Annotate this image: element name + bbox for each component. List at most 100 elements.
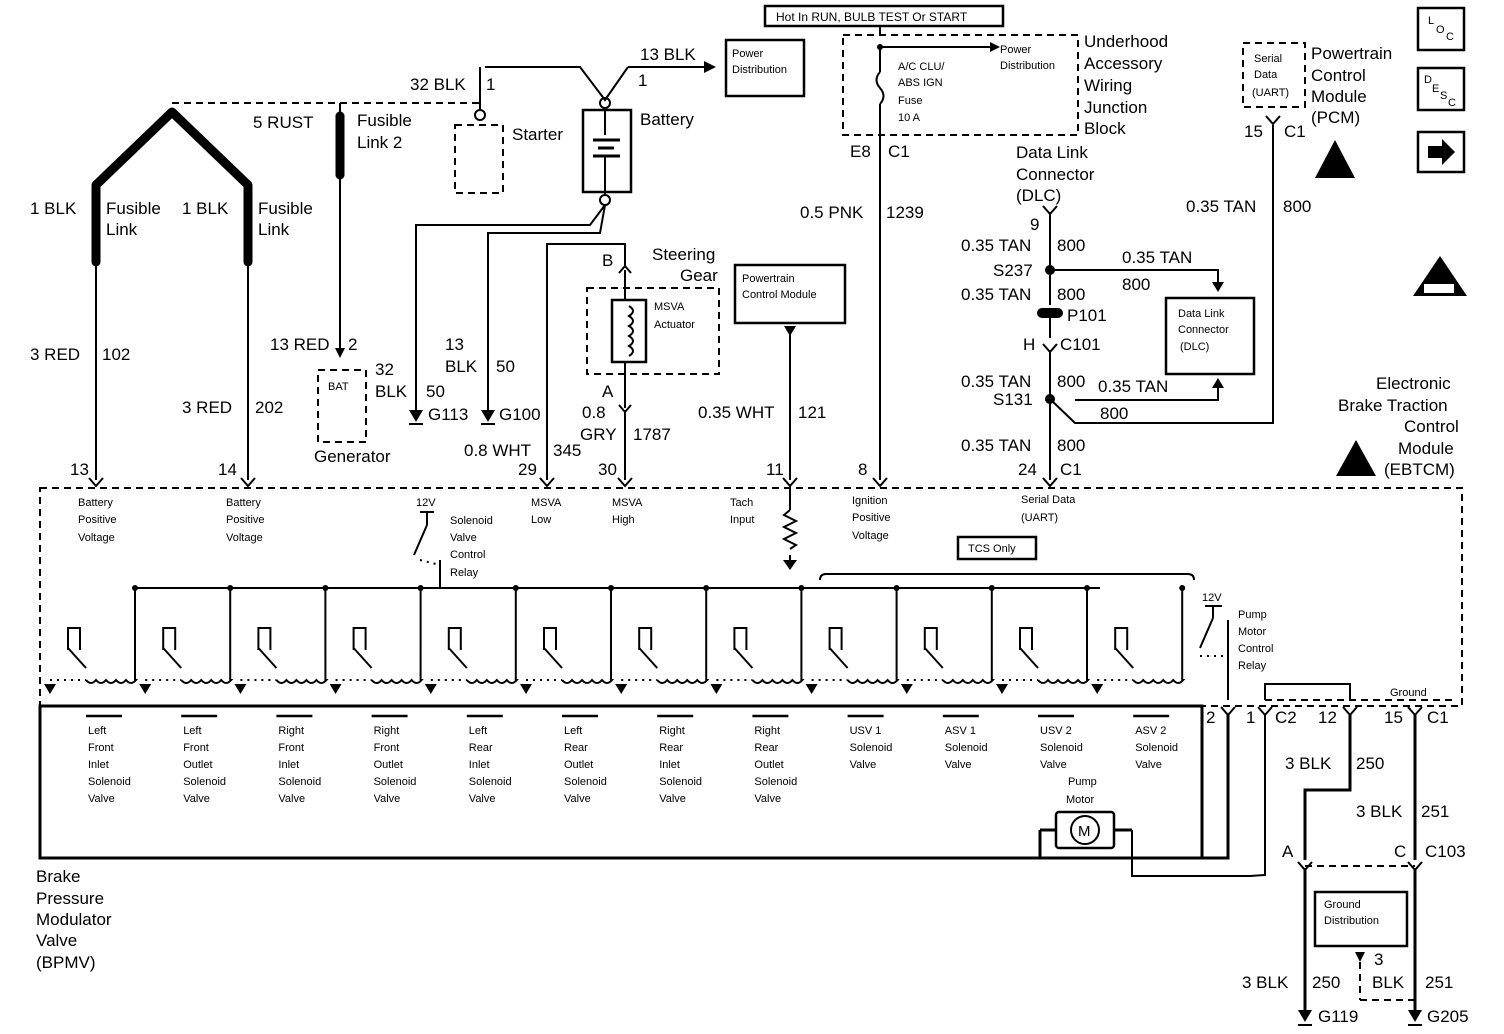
wire-32blk-label: 32 BLK [410,75,466,94]
valve-label-line: Left [88,725,106,737]
bp-15: 15 [1384,708,1403,727]
prl-4: Relay [1238,660,1267,672]
svg-text:D: D [1424,74,1432,86]
underhood-title-1: Underhood [1084,32,1168,51]
pl-13-2: Positive [78,514,117,526]
dlc-pin-9: 9 [1030,215,1039,234]
ebtcm-title-1: Electronic [1376,374,1451,393]
dlc-title-3: (DLC) [1016,186,1061,205]
ground-g100-label: G100 [499,405,541,424]
pl-29-2: Low [531,514,551,526]
esd-warning-icon-ebtcm [1336,440,1376,476]
ebtcm-title-4: Module [1398,439,1454,458]
v12-label-2: 12V [1202,592,1222,604]
valve-label-line: Valve [564,793,591,805]
wire-13blk-label: 13 BLK [640,45,696,64]
svg-text:C: C [1446,31,1454,43]
splice-p101 [1037,308,1063,318]
tan-g-5: 0.35 TAN [1098,377,1168,396]
wire-wht121-gauge: 0.35 WHT [698,403,775,422]
next-arrow-icon[interactable] [1416,130,1466,174]
tan-g-4: 0.35 TAN [961,372,1031,391]
pcm-serial-3: (UART) [1252,87,1289,99]
bp-12: 12 [1318,708,1337,727]
ground-g113-label: G113 [428,405,468,424]
pl-8-3: Voltage [852,530,889,542]
bottom-pins: 2 1 C2 12 15 C1 [1206,706,1449,727]
wire-32blk-50-g1: 32 [375,360,394,379]
pcm-mid-label-2: Control Module [742,289,817,301]
fl1-label-1: Fusible [106,199,161,218]
underhood-title-2: Accessory [1084,54,1163,73]
fuse-label-2: ABS IGN [898,77,943,89]
valve-label-line: Front [88,742,114,754]
s131-label: S131 [993,390,1033,409]
pl-13-3: Voltage [78,532,115,544]
loc-icon[interactable]: L O C [1416,6,1466,52]
uh-power-dist-1: Power [1000,44,1032,56]
pl-14-1: Battery [226,497,261,509]
pl-24-1: Serial Data [1021,494,1076,506]
pump-motor: Pump Motor M [1040,776,1132,850]
wire-red202-circuit: 202 [255,398,283,417]
starter-pin-1: 1 [486,75,495,94]
uh-power-dist-2: Distribution [1000,60,1055,72]
generator-bat: BAT [328,381,349,393]
tcs-only-label: TCS Only [968,543,1016,555]
c103-pin-c: C [1394,842,1406,861]
bpmv-title-5: (BPMV) [36,953,96,972]
power-dist-label-1: Power [732,48,764,60]
msva-actuator-label-2: Actuator [654,319,695,331]
prl-1: Pump [1238,609,1267,621]
battery-label: Battery [640,110,694,129]
uh-conn-c1: C1 [888,142,910,161]
c103-pin-a: A [1282,842,1294,861]
bpmv-title-2: Pressure [36,889,104,908]
hot-in-run-label: Hot In RUN, BULB TEST Or START [776,10,968,24]
generator-box [317,369,367,443]
tan-c-4: 800 [1057,372,1085,391]
underhood-title-3: Wiring [1084,76,1132,95]
uh-pin-e8: E8 [850,142,871,161]
valve-label-line: Solenoid [754,776,797,788]
desc-icon[interactable]: D E S C [1416,66,1466,112]
battery-symbol [581,108,633,194]
svg-text:S: S [1440,90,1447,102]
pump-motor-label-2: Motor [1066,794,1094,806]
valve-label-line: Front [183,742,209,754]
bp-1: 1 [1246,708,1255,727]
fusible-link-bus [91,107,253,267]
wire-wht121-circuit: 121 [798,403,826,422]
valve-label-line: Valve [183,793,210,805]
fuse-label-3: Fuse [898,95,922,107]
pcm-conn-c1: C1 [1284,122,1306,141]
pin-labels: Battery Positive Voltage Battery Positiv… [78,494,1076,544]
fl3-label-1: Fusible [357,111,412,130]
wire-gry-g1: 0.8 [582,403,606,422]
fl1-gauge: 1 BLK [30,199,77,218]
pcm-serial-2: Data [1254,69,1278,81]
dlc-title-1: Data Link [1016,143,1088,162]
pcm-mid-box [733,263,847,325]
motor-symbol: M [1078,823,1091,840]
valve-label-line: Outlet [183,759,212,771]
pump-relay-labels: Pump Motor Control Relay [1238,609,1273,672]
valve-label-line: Solenoid [1135,742,1178,754]
srl-3: Control [450,549,485,561]
ebtcm-title-3: Control [1404,417,1459,436]
pin-connectors [88,477,1058,488]
valve-label-line: Solenoid [564,776,607,788]
obd-ii-icon [1413,256,1467,296]
pl-11-1: Tach [730,497,753,509]
gw-250-g: 3 BLK [1285,754,1332,773]
tcs-only-box [956,535,1038,561]
valve-label-line: Solenoid [1040,742,1083,754]
dlc-box-1: Data Link [1178,308,1225,320]
steering-gear-title-1: Steering [652,245,715,264]
solenoid-channel [139,585,234,694]
wire-gry-circuit: 1787 [633,425,671,444]
ground-dist-1: Ground [1324,899,1361,911]
